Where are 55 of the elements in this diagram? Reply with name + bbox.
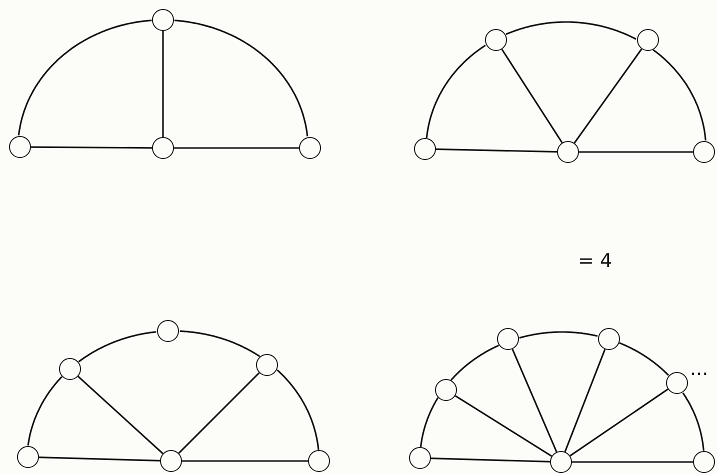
graph-edge <box>512 348 558 452</box>
vertex-circle <box>435 379 457 401</box>
graph-edge <box>180 330 260 358</box>
vertex-circle <box>497 328 519 350</box>
vertex-circle <box>59 358 81 380</box>
graph-edge <box>454 395 552 457</box>
graph-edge <box>78 376 164 454</box>
vertex-circle <box>160 450 182 472</box>
graph-edge <box>18 20 152 136</box>
vertex-circle <box>308 450 330 472</box>
vertex-circle <box>152 9 174 31</box>
vertex-circle <box>693 451 715 473</box>
vertex-circle <box>666 372 688 394</box>
graph-edge <box>572 461 693 463</box>
graph-edge <box>682 392 704 451</box>
graph-edge <box>519 331 598 339</box>
graph-edge <box>450 344 500 381</box>
vertex-circle <box>557 141 579 163</box>
vertex-circle <box>256 354 278 376</box>
graph-edge <box>78 331 156 362</box>
graph-edge <box>619 342 670 376</box>
graph-edge <box>31 146 152 149</box>
graph-edge <box>652 49 706 140</box>
vertex-circle <box>157 320 179 342</box>
equation-text: = 4 <box>578 252 612 271</box>
graph-edge <box>426 44 486 138</box>
graph-edge <box>430 458 550 462</box>
graph-edge <box>436 148 558 153</box>
graph-edge <box>420 397 439 448</box>
vertex-circle <box>152 137 174 159</box>
graph-edge <box>564 348 606 452</box>
graph-edge <box>27 376 62 446</box>
vertex-circle <box>598 328 620 350</box>
vertex-circle <box>9 136 31 158</box>
graph-edge <box>174 20 308 136</box>
graph-edge <box>506 21 636 40</box>
graph-edge <box>501 48 563 144</box>
graph-edge <box>162 31 164 137</box>
graph-edge <box>570 388 668 456</box>
vertex-circle <box>637 29 659 51</box>
graph-edge <box>178 372 260 454</box>
graph-edge <box>574 48 642 144</box>
graph-edge <box>182 460 308 462</box>
vertex-circle <box>409 447 431 469</box>
graph-edge <box>174 147 299 149</box>
vertex-circle <box>17 446 39 468</box>
vertex-circle <box>693 141 715 163</box>
graph-edge <box>579 151 693 153</box>
graph-edge <box>38 456 160 462</box>
ellipsis-text: ... <box>690 360 708 379</box>
vertex-circle <box>550 451 572 473</box>
vertex-circle <box>485 29 507 51</box>
vertex-circle <box>299 137 321 159</box>
graph-edge <box>276 369 320 450</box>
vertex-circle <box>414 138 436 160</box>
